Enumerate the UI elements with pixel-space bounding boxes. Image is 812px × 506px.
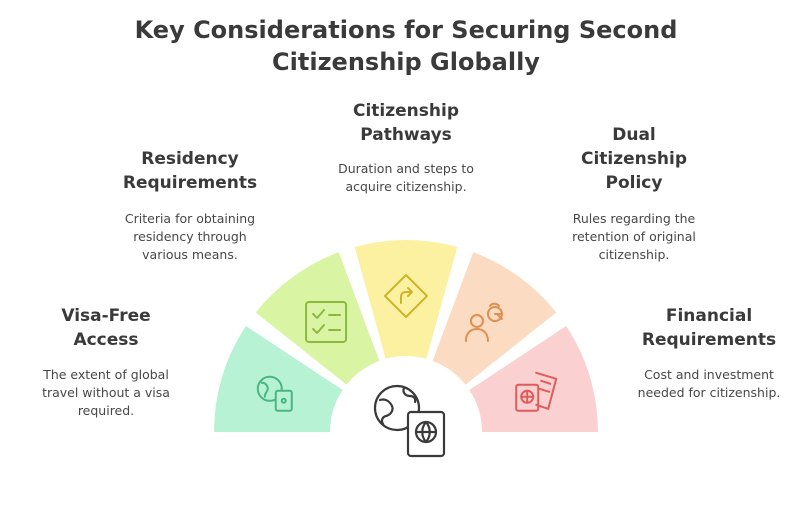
page-title: Key Considerations for Securing Second C…: [0, 14, 812, 78]
checklist-icon: [305, 300, 348, 343]
center-globe-passport-icon: [373, 384, 446, 458]
desc-dual-citizenship-policy: Rules regarding the retention of origina…: [572, 211, 696, 262]
wedge-5: [469, 326, 598, 432]
heading-citizenship-pathways: Citizenship Pathways: [352, 101, 459, 145]
people-exchange-icon: [464, 302, 503, 342]
wedge-4: [432, 252, 557, 385]
passport-ticket-icon: [515, 371, 558, 412]
desc-financial-requirements: Cost and investment needed for citizensh…: [637, 367, 781, 400]
heading-residency-requirements: Residency Requirements: [122, 149, 258, 193]
desc-visa-free-access: The extent of global travel without a vi…: [42, 367, 170, 418]
title-line-1: Key Considerations for Securing Second: [134, 16, 678, 44]
heading-financial-requirements: Financial Requirements: [641, 306, 777, 350]
heading-dual-citizenship-policy: Dual Citizenship Policy: [580, 125, 687, 193]
title-line-2: Citizenship Globally: [272, 48, 540, 76]
desc-residency-requirements: Criteria for obtaining residency through…: [124, 211, 256, 262]
road-sign-icon: [384, 274, 428, 318]
desc-citizenship-pathways: Duration and steps to acquire citizenshi…: [338, 161, 474, 194]
heading-visa-free-access: Visa-Free Access: [61, 306, 151, 350]
globe-passport-icon: [256, 375, 293, 412]
wedge-3: [354, 240, 458, 359]
